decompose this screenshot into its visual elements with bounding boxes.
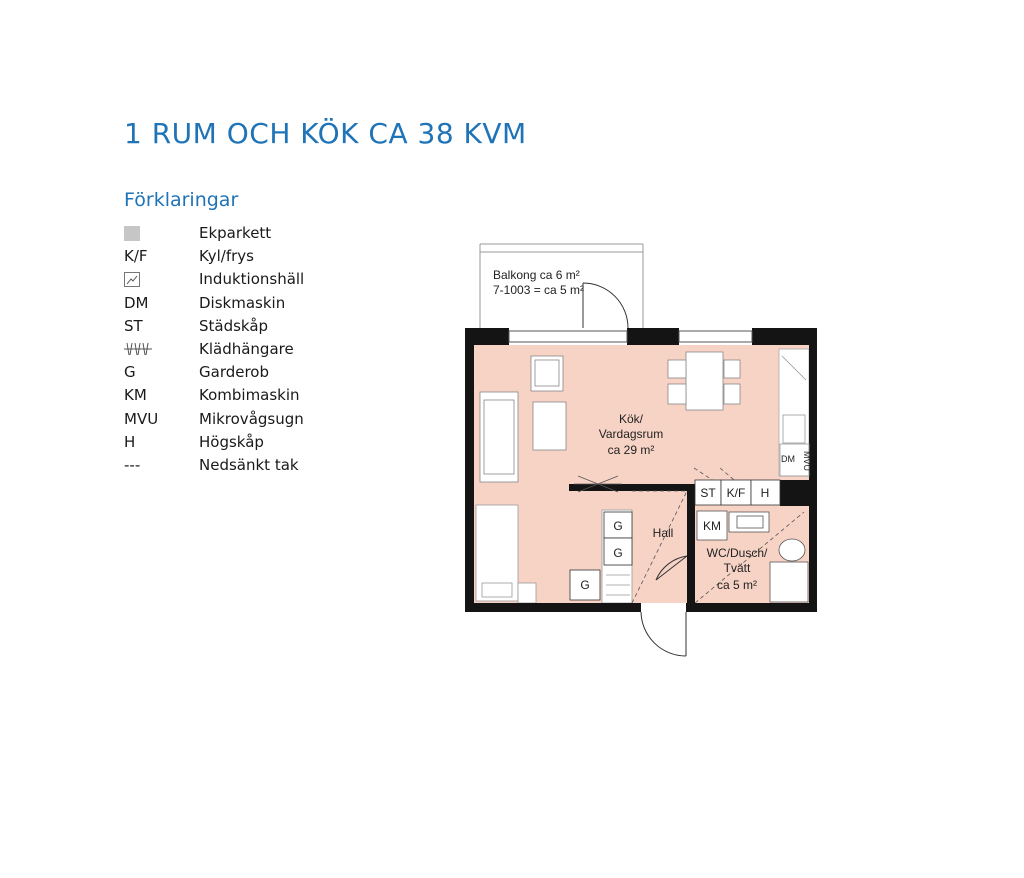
legend-label: Induktionshäll — [199, 270, 305, 289]
legend-symbol: K/F — [124, 247, 148, 266]
cabinet-kf-label: K/F — [727, 486, 746, 500]
page-title: 1 RUM OCH KÖK CA 38 KVM — [124, 117, 527, 150]
legend-item-microwave: MVU Mikrovågsugn — [124, 408, 364, 431]
legend-label: Klädhängare — [199, 339, 294, 358]
balcony-area-label: 7-1003 = ca 5 m² — [493, 283, 584, 297]
clothes-rail-icon — [124, 343, 152, 356]
floor-area — [474, 345, 810, 603]
legend-label: Ekparkett — [199, 224, 272, 242]
legend-symbol: --- — [124, 455, 141, 474]
balcony — [479, 243, 644, 328]
legend-symbol: KM — [124, 386, 147, 405]
legend-item-clothes-rail: Klädhängare — [124, 338, 364, 361]
room-label-living: Kök/ — [619, 412, 644, 426]
legend-item-tall-cabinet: H Högskåp — [124, 431, 364, 454]
legend-item-washer-dryer: KM Kombimaskin — [124, 384, 364, 407]
walls — [465, 328, 817, 612]
legend-item-lowered-ceiling: --- Nedsänkt tak — [124, 454, 364, 477]
wardrobes — [569, 511, 633, 601]
cabinet-h-label: H — [761, 486, 770, 500]
legend-symbol: DM — [124, 293, 149, 312]
kitchen-counter — [778, 348, 810, 477]
room-label-hall: Hall — [653, 526, 674, 540]
legend-symbol: G — [124, 363, 136, 382]
sink-and-hob — [779, 355, 810, 477]
induction-hob-icon — [124, 271, 140, 287]
dishwasher-dm-label: DM — [781, 454, 795, 464]
wardrobe-g-label-1: G — [613, 519, 622, 533]
legend-symbol: H — [124, 432, 136, 451]
room-label-bath-name: Tvätt — [724, 561, 751, 575]
bed-pillow — [481, 582, 513, 598]
balcony-label: Balkong ca 6 m² — [493, 268, 580, 282]
legend-label: Kyl/frys — [199, 247, 254, 266]
kitchen-cabinets — [694, 479, 781, 506]
room-label-living-name: Vardagsrum — [599, 427, 663, 441]
cabinet-st-label: ST — [700, 486, 716, 500]
legend-item-fridge-freezer: K/F Kyl/frys — [124, 245, 364, 268]
washer-km-label: KM — [703, 519, 721, 533]
legend-label: Diskmaskin — [199, 293, 286, 312]
legend-label: Städskåp — [199, 316, 269, 335]
bathroom-fixtures — [696, 510, 809, 603]
microwave-mvu-label: MVU — [802, 451, 812, 471]
balcony-door — [582, 282, 629, 329]
legend-item-induction: Induktionshäll — [124, 268, 364, 291]
windows — [508, 330, 753, 343]
swatch-parquet-icon — [124, 226, 140, 241]
legend-heading: Förklaringar — [124, 189, 239, 211]
room-label-bath: WC/Dusch/ — [707, 546, 768, 560]
legend-item-wardrobe: G Garderob — [124, 361, 364, 384]
legend-label: Kombimaskin — [199, 386, 300, 405]
legend-label: Nedsänkt tak — [199, 455, 299, 474]
bed — [475, 504, 519, 602]
entrance-door — [640, 611, 687, 657]
room-label-living-area: ca 29 m² — [608, 443, 655, 457]
legend-item-parquet: Ekparkett — [124, 222, 364, 245]
legend-symbol: MVU — [124, 409, 159, 428]
furniture — [479, 351, 741, 483]
legend-item-cleaning-cabinet: ST Städskåp — [124, 315, 364, 338]
legend: Ekparkett K/F Kyl/frys Induktionshäll DM… — [124, 222, 364, 477]
room-label-bath-area: ca 5 m² — [717, 578, 757, 592]
legend-label: Garderob — [199, 363, 270, 382]
legend-item-dishwasher: DM Diskmaskin — [124, 292, 364, 315]
legend-label: Mikrovågsugn — [199, 409, 304, 428]
legend-label: Högskåp — [199, 432, 264, 451]
wardrobe-g-label-3: G — [580, 578, 589, 592]
wardrobe-g-label-2: G — [613, 546, 622, 560]
bathroom-door — [655, 555, 688, 581]
clothes-rail — [574, 475, 622, 493]
legend-symbol: ST — [124, 316, 143, 335]
nightstand — [517, 582, 537, 604]
